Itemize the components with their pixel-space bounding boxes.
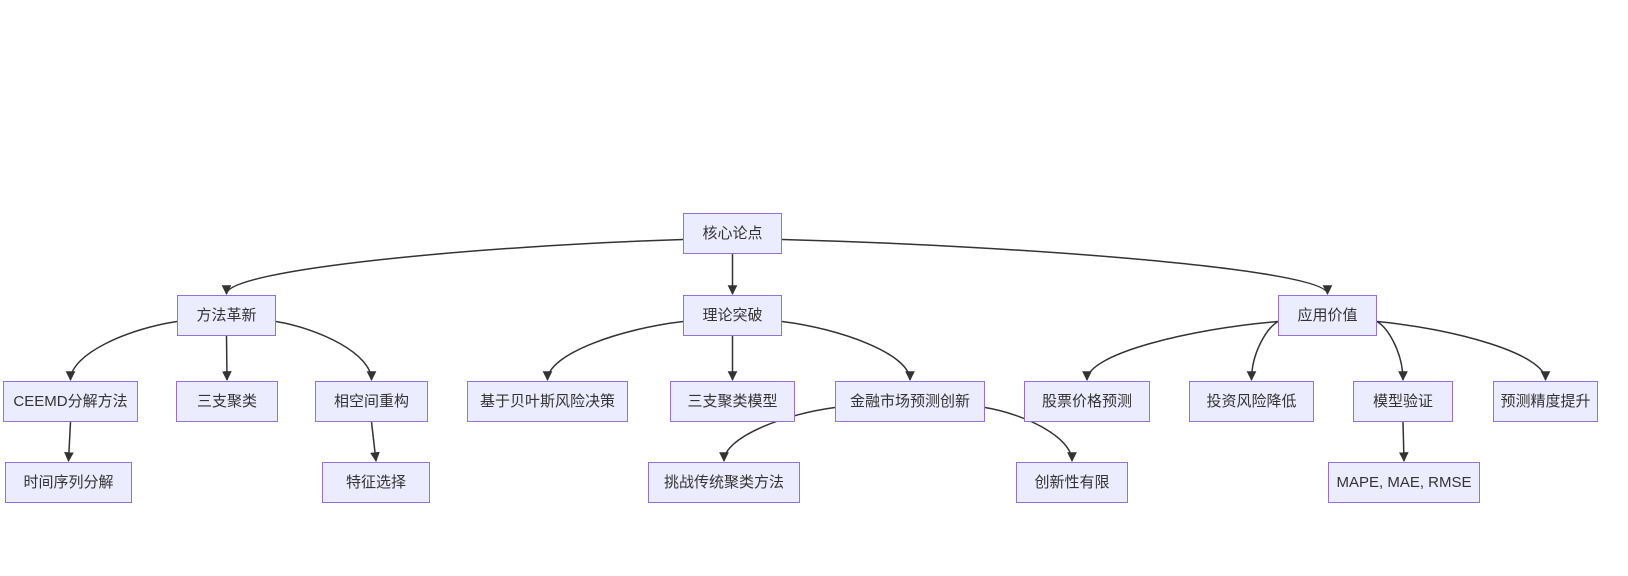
edge-fin-innov-to-limited-innov	[984, 406, 1077, 462]
node-core: 核心论点	[683, 213, 782, 254]
edge-phase-space-to-feature-sel	[370, 421, 380, 462]
node-twc-model: 三支聚类模型	[670, 381, 795, 422]
edge-model-valid-to-metrics	[1398, 421, 1409, 462]
edge-theory-to-bayes	[542, 320, 684, 381]
edge-ceemd-to-ts-decomp	[64, 421, 74, 462]
edge-method-to-three-way	[222, 335, 232, 381]
edge-method-to-ceemd	[65, 320, 178, 381]
node-method: 方法革新	[177, 295, 276, 336]
edge-fin-innov-to-challenge	[719, 406, 836, 462]
node-precision: 预测精度提升	[1493, 381, 1598, 422]
node-challenge: 挑战传统聚类方法	[648, 462, 800, 503]
node-phase-space: 相空间重构	[315, 381, 428, 422]
node-theory: 理论突破	[683, 295, 782, 336]
edge-value-to-risk-reduce	[1246, 320, 1279, 381]
edge-value-to-model-valid	[1376, 320, 1408, 381]
edge-value-to-stock-pred	[1082, 320, 1279, 381]
node-risk-reduce: 投资风险降低	[1189, 381, 1314, 422]
edge-core-to-method	[221, 238, 684, 295]
edge-method-to-phase-space	[275, 320, 377, 381]
node-ceemd: CEEMD分解方法	[3, 381, 138, 422]
node-stock-pred: 股票价格预测	[1024, 381, 1150, 422]
node-metrics: MAPE, MAE, RMSE	[1328, 462, 1480, 503]
node-ts-decomp: 时间序列分解	[5, 462, 132, 503]
edge-value-to-precision	[1376, 320, 1551, 381]
node-bayes: 基于贝叶斯风险决策	[467, 381, 628, 422]
edge-theory-to-fin-innov	[781, 320, 915, 381]
node-three-way: 三支聚类	[176, 381, 278, 422]
edge-core-to-value	[781, 238, 1333, 295]
node-model-valid: 模型验证	[1353, 381, 1453, 422]
node-value: 应用价值	[1278, 295, 1377, 336]
node-limited-innov: 创新性有限	[1016, 462, 1128, 503]
node-feature-sel: 特征选择	[322, 462, 430, 503]
node-fin-innov: 金融市场预测创新	[835, 381, 985, 422]
